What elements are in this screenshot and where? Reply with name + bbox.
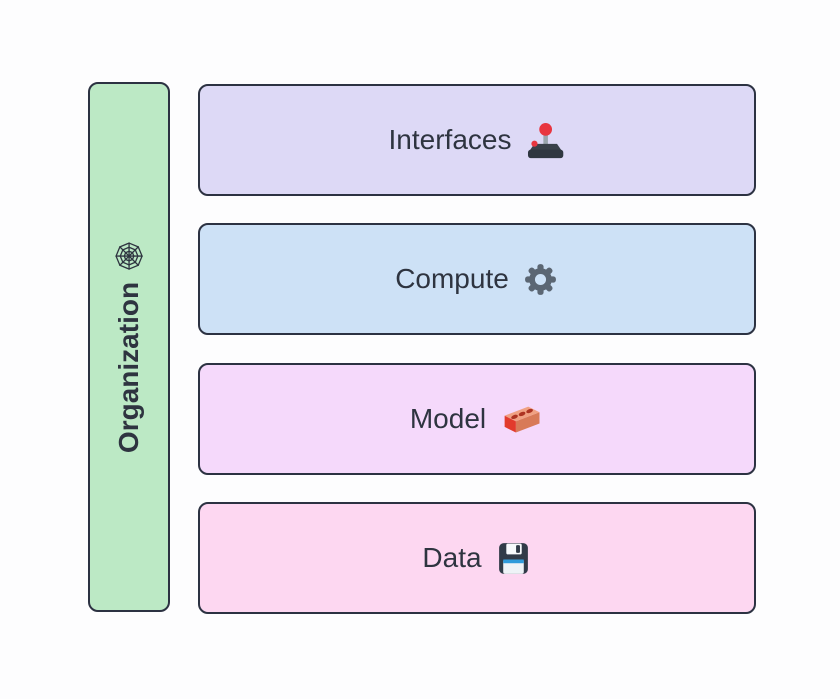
data-label: Data xyxy=(422,542,482,573)
model-label: Model xyxy=(409,403,487,434)
joystick-icon xyxy=(524,120,565,161)
model-box: Model xyxy=(198,363,756,475)
compute-label: Compute xyxy=(395,263,509,294)
interfaces-label: Interfaces xyxy=(388,124,512,155)
organization-content: Organization xyxy=(113,241,145,453)
data-box: Data xyxy=(198,502,756,614)
gear-icon xyxy=(522,261,559,298)
organization-label: Organization xyxy=(113,281,144,454)
brick-icon xyxy=(499,403,544,435)
interfaces-box: Interfaces xyxy=(198,84,756,196)
compute-box: Compute xyxy=(198,223,756,335)
organization-box: Organization xyxy=(88,82,170,612)
spider-web-icon xyxy=(114,241,144,271)
floppy-disk-icon xyxy=(495,540,532,577)
